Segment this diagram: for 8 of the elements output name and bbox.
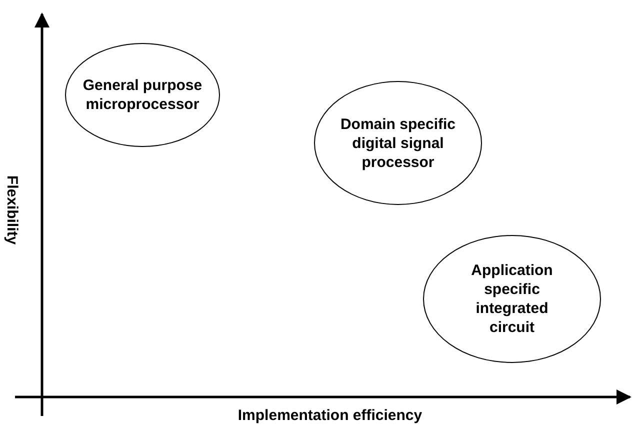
axis-title: Flexibility xyxy=(4,175,20,245)
ellipse-node xyxy=(423,235,601,363)
node-text: General purpose microprocessor xyxy=(82,76,204,114)
ellipse-node xyxy=(314,81,482,205)
node-text: Application specific integrated circuit xyxy=(470,261,554,337)
ellipse-node xyxy=(65,43,220,147)
axis-title: Implementation efficiency xyxy=(238,407,422,424)
node-text: Domain specific digital signal processor xyxy=(339,114,457,172)
